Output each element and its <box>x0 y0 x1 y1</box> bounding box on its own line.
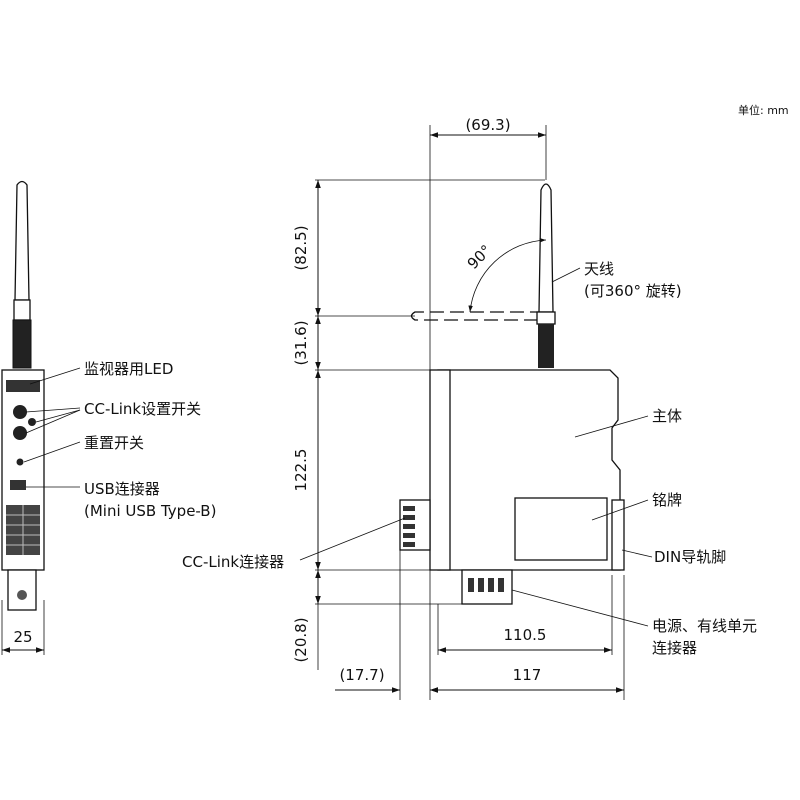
unit-label: 单位: mm <box>738 103 789 117</box>
side-antenna <box>538 183 554 313</box>
front-view: 25 <box>1 180 45 655</box>
antenna-rotated-position <box>410 311 541 321</box>
label-usb-connector-type: (Mini USB Type-B) <box>84 502 216 520</box>
label-cc-link-switch: CC-Link设置开关 <box>84 400 201 418</box>
front-antenna <box>14 180 30 301</box>
rotation-arc <box>468 238 547 313</box>
front-antenna-base <box>12 319 32 369</box>
side-dimensions: (82.5) (31.6) 122.5 (20.8) (69.3) 110.5 … <box>292 116 625 700</box>
reset-switch <box>16 458 24 466</box>
front-clip-hole <box>17 590 27 600</box>
front-leaders: 监视器用LED CC-Link设置开关 重置开关 USB连接器 (Mini US… <box>23 360 216 520</box>
monitor-led-panel <box>6 380 40 392</box>
front-cover <box>429 369 451 571</box>
label-antenna: 天线 <box>584 260 614 278</box>
dim-front-width: 25 <box>13 628 32 646</box>
dim-body-height: 122.5 <box>292 449 310 492</box>
side-antenna-base <box>538 324 554 368</box>
nameplate <box>514 497 608 561</box>
side-antenna-joint <box>536 311 556 325</box>
dim-antenna-height: (82.5) <box>292 225 310 270</box>
label-cc-link-connector: CC-Link连接器 <box>182 553 284 571</box>
label-monitor-led: 监视器用LED <box>84 360 173 378</box>
dim-depth-without-rail: 110.5 <box>504 626 547 644</box>
dim-antenna-base: (31.6) <box>292 320 310 365</box>
label-din-rail-foot: DIN导轨脚 <box>654 548 726 566</box>
label-nameplate: 铭牌 <box>652 491 682 509</box>
label-reset-switch: 重置开关 <box>84 434 144 452</box>
front-antenna-joint <box>13 299 31 321</box>
dim-depth-total: 117 <box>513 666 542 684</box>
din-rail-foot <box>611 499 625 571</box>
label-power-connector-2: 连接器 <box>652 639 697 657</box>
dim-rotation-angle: 90° <box>464 241 496 273</box>
rotary-switch-2 <box>13 426 27 440</box>
label-main-body: 主体 <box>652 407 682 425</box>
rotary-switch-1 <box>13 405 27 419</box>
rotary-switch-3 <box>28 418 36 426</box>
dim-antenna-offset: (69.3) <box>465 116 510 134</box>
dim-bottom-connector: (20.8) <box>292 617 310 662</box>
label-power-connector: 电源、有线单元 <box>652 617 757 635</box>
side-view: 90° <box>399 183 625 605</box>
side-leaders: 天线 (可360° 旋转) 主体 铭牌 DIN导轨脚 电源、有线单元 连接器 C… <box>182 260 757 657</box>
label-antenna-rotation: (可360° 旋转) <box>584 282 682 300</box>
dim-side-connector: (17.7) <box>339 666 384 684</box>
label-usb-connector: USB连接器 <box>84 480 160 498</box>
usb-port <box>10 480 26 490</box>
